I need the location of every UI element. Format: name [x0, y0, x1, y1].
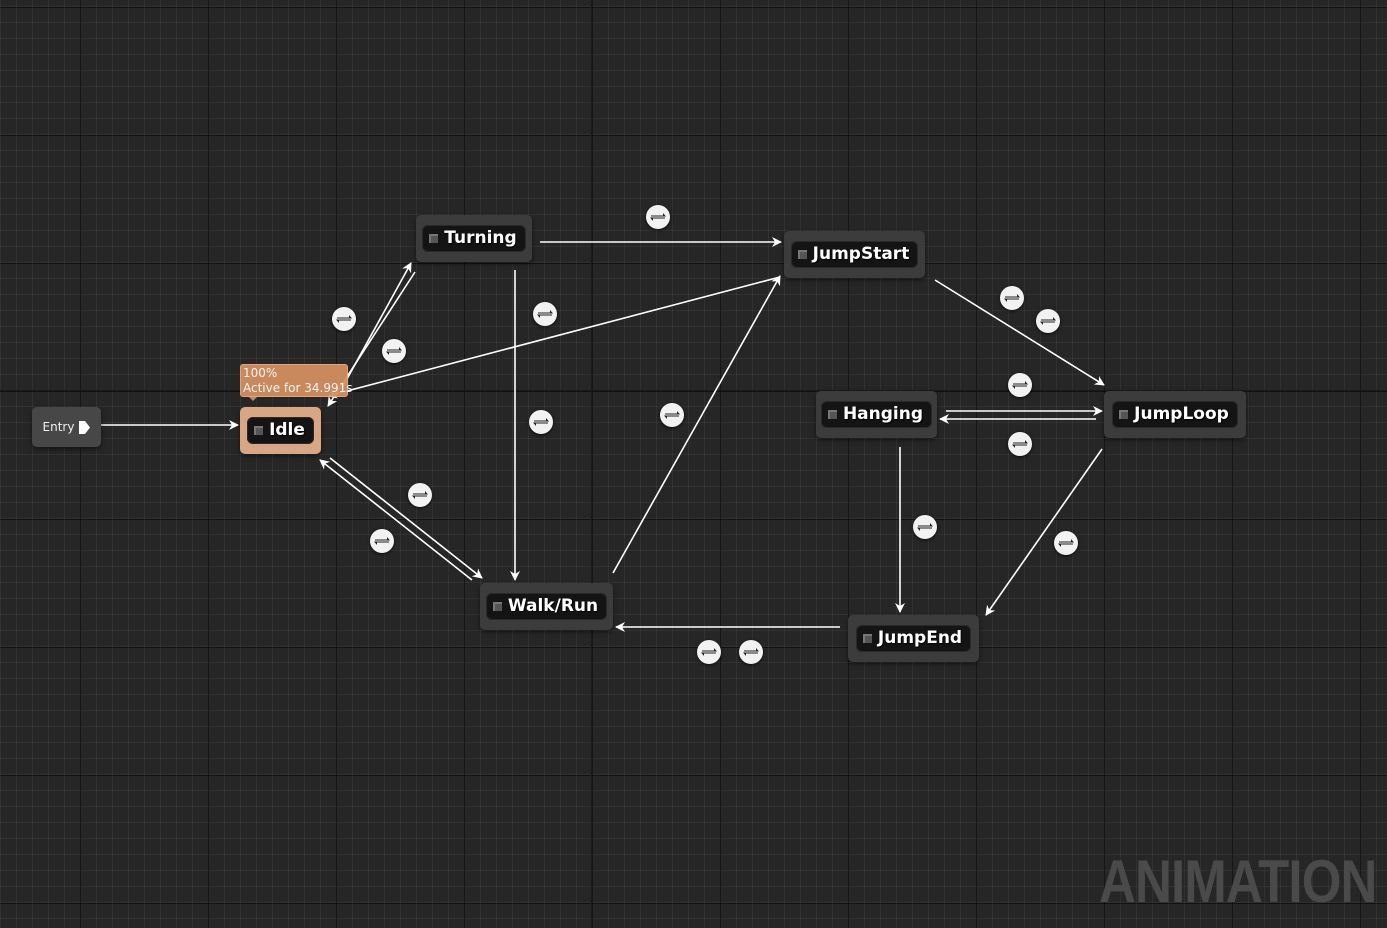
transition-rule-icon[interactable] [370, 529, 394, 553]
transition-rule-icon[interactable] [660, 403, 684, 427]
transition-arrow[interactable] [329, 457, 483, 579]
state-icon [1119, 409, 1129, 419]
state-icon [797, 249, 807, 259]
state-icon [862, 633, 872, 643]
transition-arrow[interactable] [612, 275, 781, 574]
state-label: JumpStart [812, 244, 910, 264]
animation-watermark: ANIMATION [1099, 848, 1377, 915]
transition-arrow[interactable] [319, 459, 473, 581]
transition-rule-icon[interactable] [533, 302, 557, 326]
transition-rule-icon[interactable] [529, 410, 553, 434]
state-label: Turning [444, 228, 517, 248]
transition-arrow[interactable] [327, 276, 781, 399]
transition-arrow[interactable] [985, 448, 1103, 616]
transition-rule-icon[interactable] [913, 515, 937, 539]
transition-rule-icon[interactable] [1000, 286, 1024, 310]
transition-rule-icon[interactable] [1036, 309, 1060, 333]
state-turning[interactable]: Turning [416, 215, 532, 262]
entry-node[interactable]: Entry [32, 407, 101, 447]
entry-pin-icon[interactable] [79, 420, 91, 434]
idle-weight: 100% [243, 366, 278, 380]
state-label: Hanging [842, 404, 924, 424]
idle-active-time: Active for 34.991s [243, 381, 353, 395]
state-label: Walk/Run [507, 596, 599, 616]
state-jumpstart[interactable]: JumpStart [784, 231, 925, 278]
state-walkrun[interactable]: Walk/Run [480, 583, 613, 630]
transition-rule-icon[interactable] [408, 483, 432, 507]
transition-rule-icon[interactable] [1054, 531, 1078, 555]
state-label: JumpLoop [1134, 404, 1229, 424]
entry-label: Entry [42, 420, 75, 434]
transition-rule-icon[interactable] [646, 205, 670, 229]
state-icon [254, 425, 264, 435]
state-jumploop[interactable]: JumpLoop [1104, 391, 1246, 438]
idle-debug-tooltip: 100%Active for 34.991s [240, 364, 353, 401]
transition-arrow[interactable] [934, 279, 1105, 386]
transition-rule-icon[interactable] [697, 640, 721, 664]
state-hanging[interactable]: Hanging [816, 391, 937, 438]
state-label: JumpEnd [877, 628, 963, 648]
transition-rule-icon[interactable] [1008, 432, 1032, 456]
state-jumpend[interactable]: JumpEnd [848, 615, 979, 662]
transition-rule-icon[interactable] [739, 640, 763, 664]
transition-rule-icon[interactable] [382, 339, 406, 363]
state-idle[interactable]: Idle [240, 407, 321, 454]
state-label: Idle [269, 420, 305, 440]
transition-rule-icon[interactable] [1008, 373, 1032, 397]
state-icon [827, 409, 837, 419]
transition-rule-icon[interactable] [332, 307, 356, 331]
state-icon [429, 233, 439, 243]
state-icon [492, 601, 502, 611]
